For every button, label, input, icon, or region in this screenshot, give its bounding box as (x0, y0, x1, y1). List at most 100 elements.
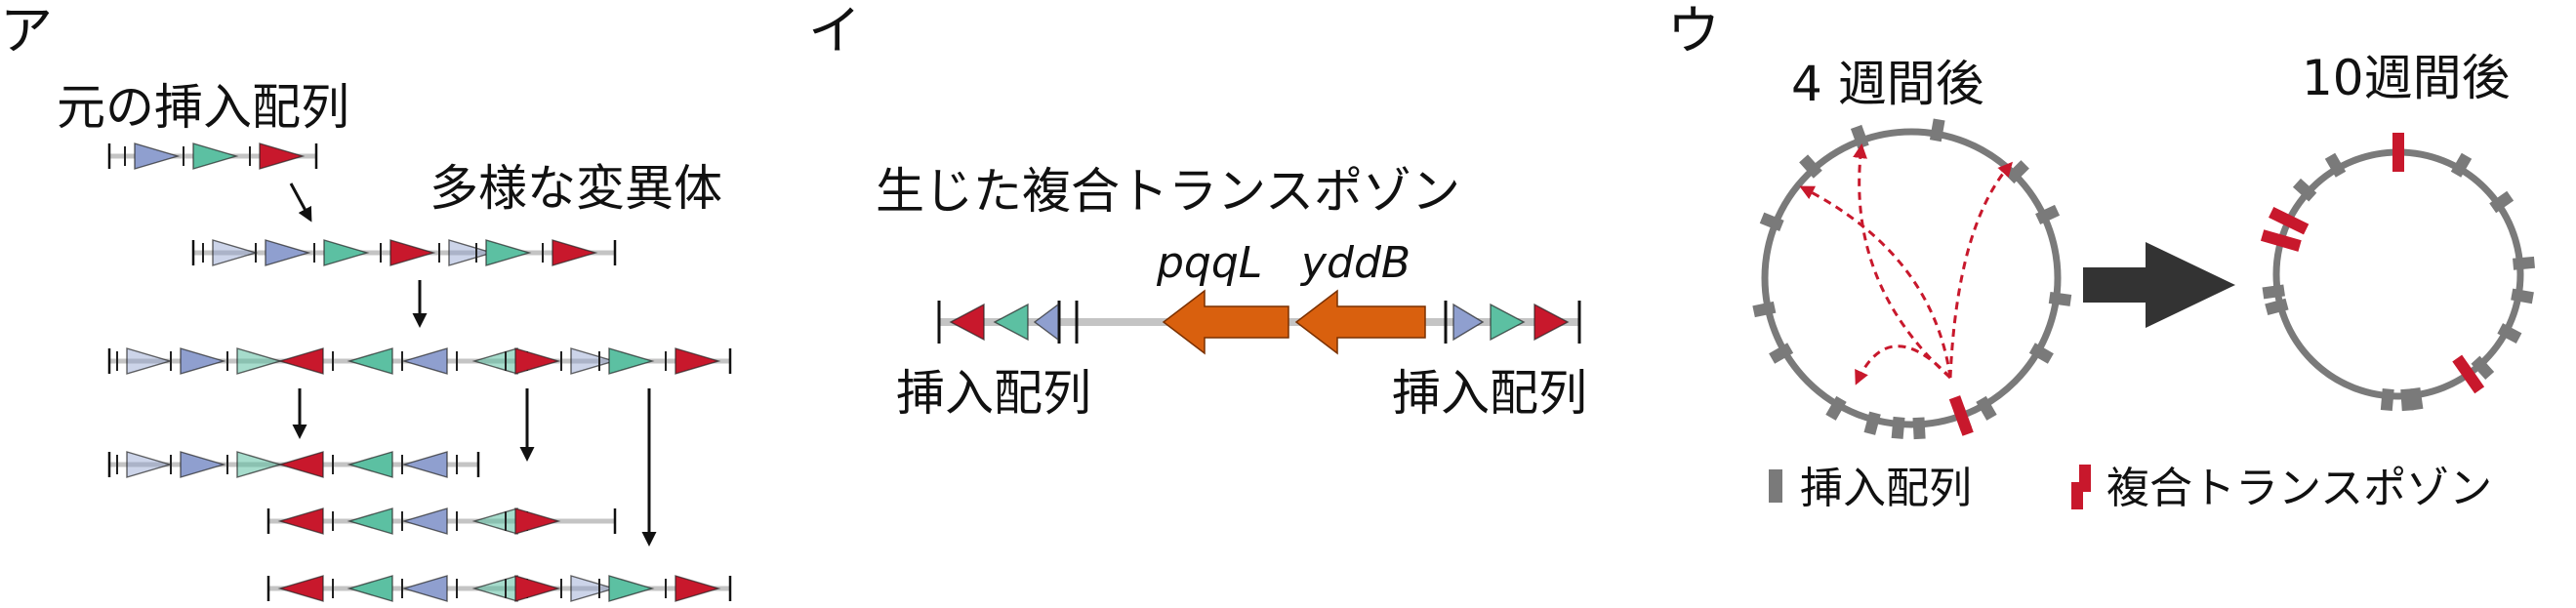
panel-label-b: イ (808, 0, 861, 61)
variants-label: 多様な変異体 (429, 160, 722, 217)
green-arrow (323, 239, 370, 266)
blue-arrow (448, 239, 495, 266)
genome-circle-10-weeks (2260, 133, 2535, 412)
blue-arrow (1033, 303, 1059, 342)
legend-composite-swatch (2071, 465, 2091, 509)
green-arrow (471, 507, 518, 535)
composite-transposon-mark (2260, 229, 2302, 252)
insertion-sequence-mark (2265, 298, 2289, 316)
insertion-sequence-mark (2471, 355, 2495, 381)
green-arrow (608, 575, 655, 602)
blue-arrow (401, 575, 448, 602)
insertion-sequence-mark (1759, 212, 1784, 231)
insertion-sequence-mark (2497, 323, 2522, 345)
green-arrow (347, 451, 393, 478)
insertion-sequence-mark (1863, 411, 1881, 435)
blue-arrow (1452, 303, 1485, 342)
progression-arrow (2083, 242, 2235, 328)
red-arrow (277, 507, 324, 535)
original-is-label: 元の挿入配列 (57, 79, 349, 136)
insertion-sequence-mark (2048, 291, 2072, 306)
variant-track (266, 507, 617, 535)
gene-arrow-pqqL (1162, 289, 1289, 355)
time-label-10-weeks: 10週間後 (2302, 50, 2511, 106)
variant-track (266, 575, 732, 602)
red-arrow (259, 142, 306, 170)
insertion-sequence-mark (2380, 388, 2394, 411)
blue-arrow (126, 451, 173, 478)
red-arrow (675, 575, 721, 602)
green-arrow (471, 575, 518, 602)
green-arrow (347, 575, 393, 602)
flow-arrows (289, 182, 657, 547)
blue-arrow (570, 575, 617, 602)
insertion-sequence-mark (1850, 124, 1869, 149)
green-arrow (236, 451, 283, 478)
red-arrow (514, 575, 561, 602)
blue-arrow (401, 507, 448, 535)
time-label-4-weeks: 4 週間後 (1791, 56, 1984, 112)
insertion-sequence-mark (2005, 160, 2029, 184)
insertion-sequence-mark (1799, 154, 1822, 179)
insertion-sequence-mark (2450, 152, 2473, 178)
insertion-sequence-mark (2292, 178, 2317, 202)
composite-transposon-mark (2392, 133, 2404, 172)
red-arrow (514, 347, 561, 375)
insertion-sequence-mark (1769, 343, 1794, 364)
green-arrow (993, 303, 1029, 342)
green-arrow (471, 347, 518, 375)
green-arrow (485, 239, 532, 266)
insertion-sequence-mark (1752, 301, 1777, 318)
transposition-arrow (1948, 161, 2013, 379)
panel-label-c: ウ (1667, 0, 1720, 61)
red-arrow (277, 451, 324, 478)
blue-arrow (401, 451, 448, 478)
green-arrow (608, 347, 655, 375)
red-arrow (514, 507, 561, 535)
blue-arrow (212, 239, 259, 266)
blue-arrow (180, 451, 226, 478)
insertion-sequence-mark (1891, 416, 1905, 439)
right-is-label: 挿入配列 (1392, 365, 1587, 422)
insertion-sequence-mark (1929, 118, 1945, 142)
legend-is-label: 挿入配列 (1800, 464, 1972, 513)
insertion-sequence-mark (1912, 417, 1926, 440)
blue-arrow (134, 142, 181, 170)
red-arrow (389, 239, 436, 266)
panel-label-a: ア (0, 0, 53, 61)
red-arrow (1533, 303, 1570, 342)
insertion-sequence-mark (2489, 190, 2515, 214)
composite-transposon-mark (1948, 395, 1974, 436)
variant-track (107, 347, 732, 375)
blue-arrow (265, 239, 311, 266)
insertion-sequence-mark (2324, 152, 2347, 178)
legend-composite-label: 複合トランスポゾン (2106, 464, 2492, 513)
transposition-arrow (1853, 143, 1952, 380)
green-arrow (192, 142, 239, 170)
transposition-arrow (1855, 345, 1952, 385)
composite-transposon-title: 生じた複合トランスポゾン (876, 163, 1460, 220)
insertion-sequence-mark (2511, 288, 2534, 304)
insertion-sequence-mark (2028, 343, 2054, 364)
gene-name-pqqL: pqqL (1156, 238, 1262, 288)
variant-track (107, 451, 480, 478)
variant-tracks (107, 142, 732, 602)
insertion-sequence-mark (2035, 204, 2061, 225)
blue-arrow (401, 347, 448, 375)
variant-track (107, 142, 318, 170)
blue-arrow (570, 347, 617, 375)
gene-arrow-yddB (1294, 289, 1426, 355)
insertion-sequence-mark (1976, 395, 1997, 421)
red-arrow (675, 347, 721, 375)
green-arrow (347, 347, 393, 375)
red-arrow (552, 239, 598, 266)
composite-transposon-track (937, 289, 1581, 355)
blue-arrow (126, 347, 173, 375)
green-arrow (1490, 303, 1526, 342)
genome-circle-4-weeks (1752, 118, 2072, 440)
transposition-arrows (1799, 143, 2013, 385)
transposition-arrow (1799, 185, 1952, 379)
blue-arrow (180, 347, 226, 375)
flow-arrow (289, 182, 312, 223)
